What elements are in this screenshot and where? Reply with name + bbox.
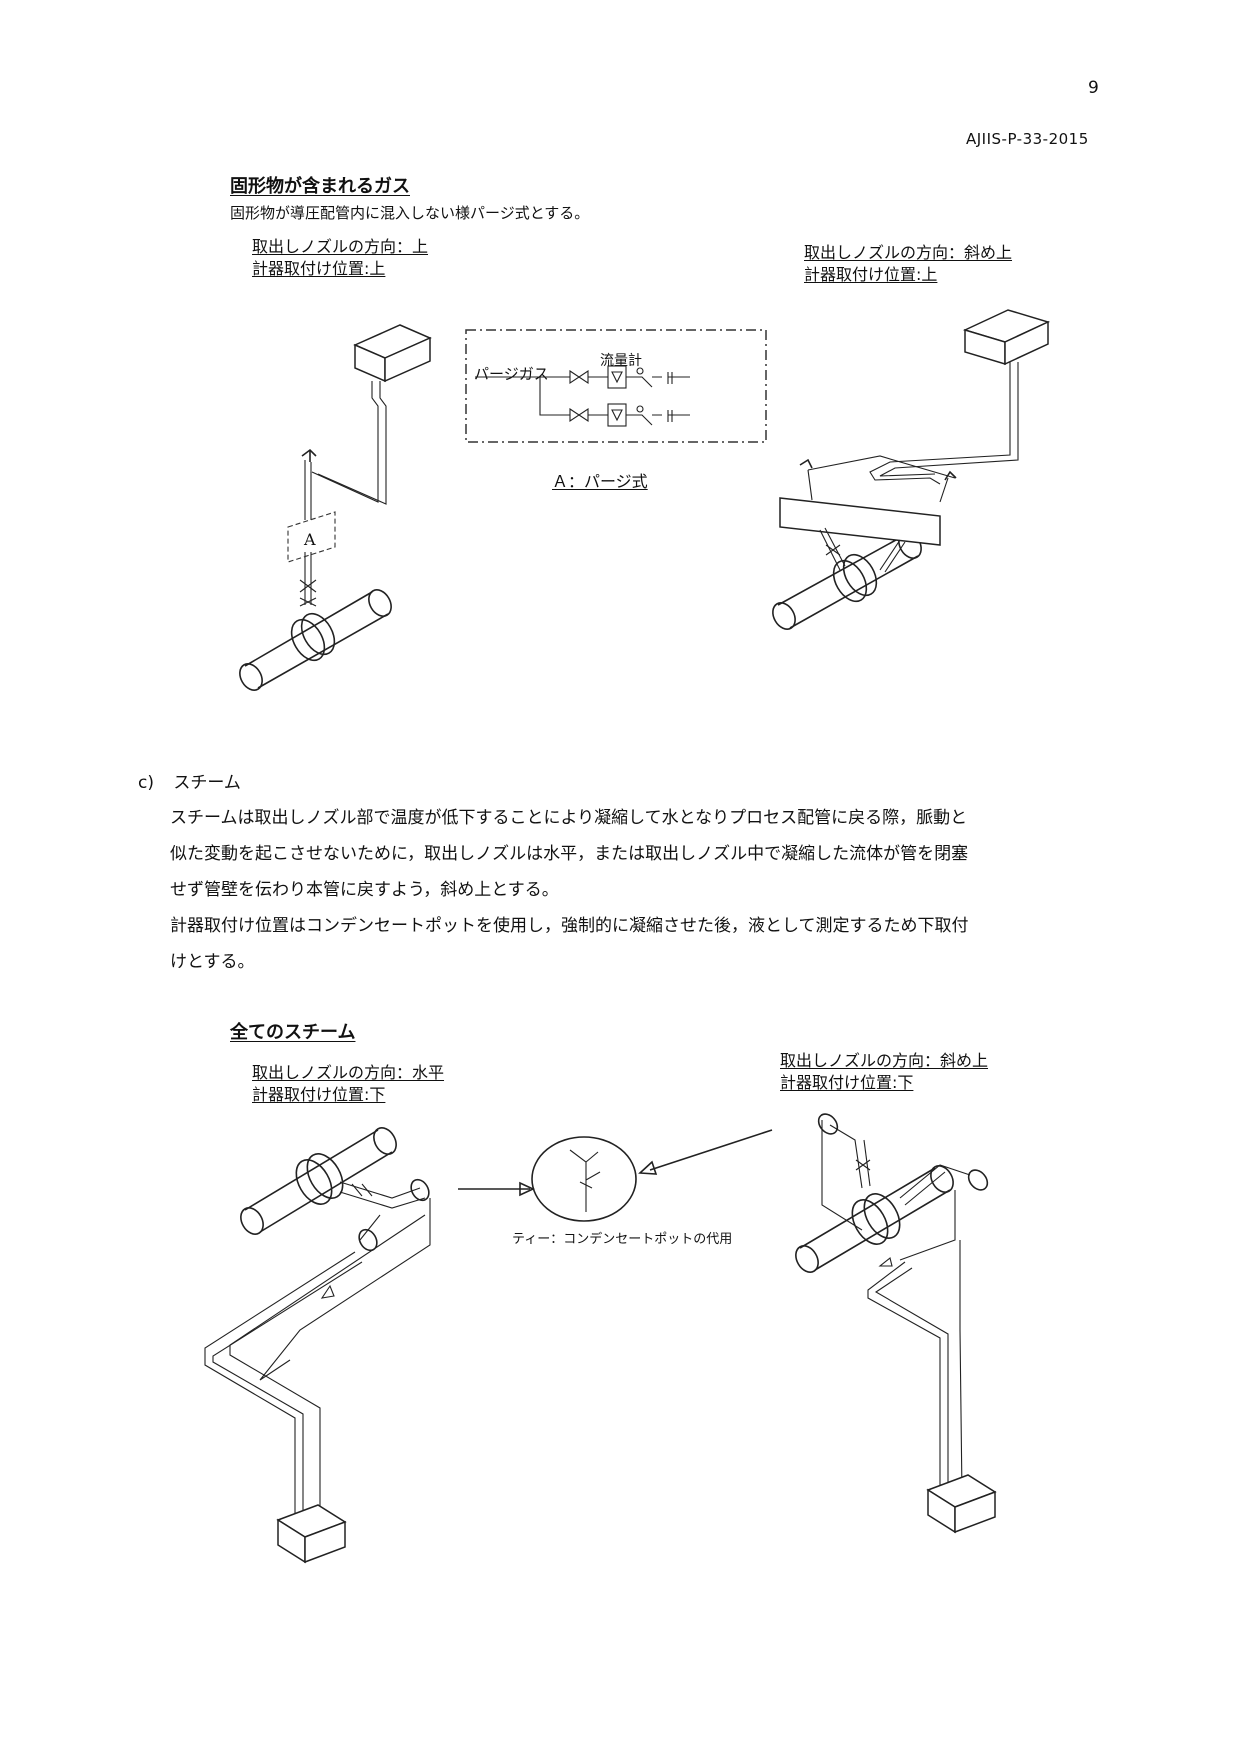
gas-right-diagram	[772, 309, 1051, 630]
purge-valve-upper	[569, 369, 589, 385]
box-a-left-label: A	[304, 530, 316, 549]
steam-left-labels: 取出しノズルの方向：水平 計器取付け位置:下	[252, 1062, 444, 1106]
item-c-heading: c) スチーム	[138, 768, 241, 793]
tee-detail	[531, 1129, 773, 1222]
steam-right-pot-2	[967, 1169, 989, 1191]
flowmeter-lower	[607, 403, 627, 427]
gas-left-instrument-position: 計器取付け位置:上	[252, 259, 386, 278]
steam-left-diagram	[204, 1127, 535, 1564]
purge-inset	[465, 329, 767, 443]
inset-flowmeter-label: 流量計	[600, 353, 642, 369]
inset-purge-gas-label: パージガス	[474, 365, 549, 383]
steam-right-labels: 取出しノズルの方向：斜め上 計器取付け位置:下	[780, 1050, 988, 1094]
gas-left-instrument-box	[353, 324, 432, 383]
inset-caption-purge-type: Ａ：パージ式	[552, 472, 648, 491]
tee-caption: ティー：コンデンセートポットの代用	[512, 1232, 733, 1247]
gas-left-labels: 取出しノズルの方向：上 計器取付け位置:上	[252, 236, 428, 280]
gas-right-instrument-position: 計器取付け位置:上	[804, 265, 938, 284]
tee-circle	[531, 1136, 637, 1222]
steam-paragraph-1-line-2: 似た変動を起こさせないために，取出しノズルは水平，または取出しノズル中で凝縮した…	[170, 844, 969, 864]
steam-right-instrument-position: 計器取付け位置:下	[780, 1073, 914, 1092]
steam-left-instrument-position: 計器取付け位置:下	[252, 1085, 386, 1104]
gas-right-labels: 取出しノズルの方向：斜め上 計器取付け位置:上	[804, 242, 1012, 286]
gas-right-main-pipe	[772, 531, 922, 630]
purge-inset-frame	[465, 329, 767, 443]
gas-left-nozzle-direction: 取出しノズルの方向：上	[252, 237, 429, 256]
steam-right-nozzle-direction: 取出しノズルの方向：斜め上	[780, 1051, 989, 1070]
page-number: 9	[1088, 78, 1099, 98]
item-c-title: スチーム	[173, 773, 241, 793]
steam-body-text: スチームは取出しノズル部で温度が低下することにより凝縮して水となりプロセス配管に…	[170, 800, 1110, 980]
steam-right-instrument-box	[926, 1474, 997, 1534]
steam-right-main-pipe	[795, 1165, 954, 1273]
gas-right-instrument-box	[962, 309, 1051, 366]
gas-right-box-a	[779, 497, 941, 546]
gas-left-diagram	[239, 324, 432, 691]
purge-valve-lower	[569, 407, 589, 423]
steam-left-instrument-box	[276, 1504, 347, 1564]
gas-left-box-a	[287, 511, 336, 563]
steam-left-main-pipe	[240, 1127, 397, 1235]
gas-right-nozzle-direction: 取出しノズルの方向：斜め上	[804, 243, 1013, 262]
document-id: AJIIS-P-33-2015	[966, 130, 1089, 148]
steam-paragraph-1-line-3: せず管壁を伝わり本管に戻すよう，斜め上とする。	[170, 880, 559, 900]
steam-paragraph-1-line-1: スチームは取出しノズル部で温度が低下することにより凝縮して水となりプロセス配管に…	[170, 808, 968, 828]
steam-left-nozzle-direction: 取出しノズルの方向：水平	[252, 1063, 445, 1082]
item-c-marker: c)	[138, 773, 154, 793]
flowmeter-upper	[607, 365, 627, 389]
steam-paragraph-2-line-2: けとする。	[170, 952, 255, 972]
steam-right-pot-1	[817, 1113, 839, 1135]
section-title-steam: 全てのスチーム	[230, 1022, 356, 1043]
section-description-gas: 固形物が導圧配管内に混入しない様パージ式とする。	[230, 204, 590, 222]
steam-left-pot-1	[410, 1178, 430, 1202]
gas-left-main-pipe	[239, 589, 392, 691]
steam-paragraph-2-line-1: 計器取付け位置はコンデンセートポットを使用し，強制的に凝縮させた後，液として測定…	[170, 916, 969, 936]
steam-right-diagram	[795, 1113, 997, 1534]
section-title-gas: 固形物が含まれるガス	[230, 176, 410, 197]
